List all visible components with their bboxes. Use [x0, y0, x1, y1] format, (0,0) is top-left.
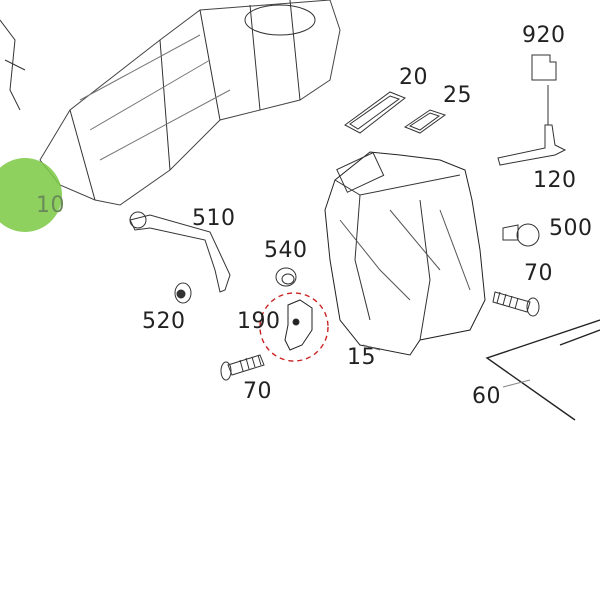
part-10-housing[interactable]	[0, 0, 341, 206]
green-highlight-marker	[0, 158, 62, 232]
part-70-screw-right[interactable]	[492, 291, 540, 317]
part-120-lever[interactable]	[497, 124, 567, 166]
callout-70-right[interactable]: 70	[524, 261, 553, 286]
part-540-ring[interactable]	[275, 267, 297, 287]
callout-190[interactable]: 190	[237, 309, 281, 334]
callout-15[interactable]: 15	[347, 345, 376, 370]
callout-10[interactable]: 10	[36, 193, 65, 218]
part-25-seal[interactable]	[403, 109, 447, 134]
part-510-bracket[interactable]	[129, 211, 231, 293]
callout-25[interactable]: 25	[443, 83, 472, 108]
callout-500[interactable]: 500	[549, 216, 593, 241]
part-920[interactable]	[531, 54, 557, 125]
callout-60[interactable]: 60	[472, 384, 501, 409]
callout-120[interactable]: 120	[533, 168, 577, 193]
part-500-bolt[interactable]	[502, 223, 540, 247]
callout-540[interactable]: 540	[264, 238, 308, 263]
callout-70-left[interactable]: 70	[243, 379, 272, 404]
red-selection-circle	[259, 292, 329, 362]
part-60-panel[interactable]	[485, 319, 600, 421]
part-190-actuator[interactable]	[284, 299, 313, 351]
callout-920[interactable]: 920	[522, 23, 566, 48]
part-70-screw-left[interactable]	[220, 354, 265, 381]
part-15-module[interactable]	[324, 151, 486, 356]
part-520-fastener[interactable]	[174, 282, 192, 304]
callout-520[interactable]: 520	[142, 309, 186, 334]
callout-510[interactable]: 510	[192, 206, 236, 231]
callout-20[interactable]: 20	[399, 65, 428, 90]
leader-line-15	[362, 344, 381, 351]
part-20-seal[interactable]	[344, 91, 406, 134]
